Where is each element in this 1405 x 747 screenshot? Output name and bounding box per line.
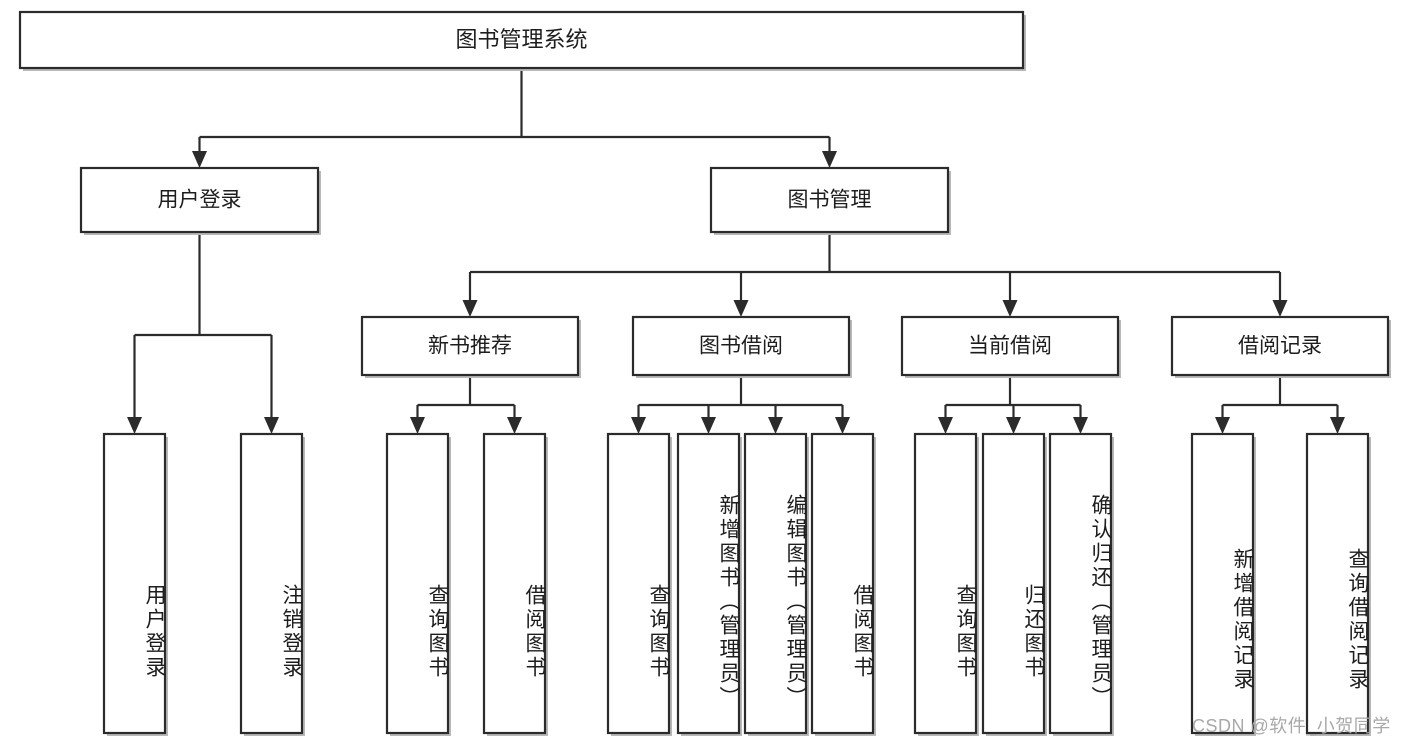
node-leaf-query-book-current[interactable]	[913, 432, 979, 736]
node-label: 图书管理系统	[455, 27, 587, 52]
arrow-head-icon	[127, 417, 142, 434]
watermark-text: CSDN @软件_小贺同学	[1192, 716, 1391, 736]
arrow-head-icon	[1330, 417, 1345, 434]
node-leaf-edit-book-admin[interactable]	[743, 432, 809, 736]
arrow-head-icon	[410, 417, 425, 434]
node-new-book-recommend[interactable]: 新书推荐	[360, 315, 581, 378]
node-leaf-query-borrow-record[interactable]	[1305, 432, 1371, 736]
arrow-head-icon	[1073, 417, 1088, 434]
arrow-head-icon	[631, 417, 646, 434]
arrow-head-icon	[701, 417, 716, 434]
node-leaf-confirm-return-admin[interactable]	[1048, 432, 1114, 736]
node-label: 借阅记录	[1238, 335, 1322, 358]
node-leaf-return-book[interactable]	[981, 432, 1047, 736]
node-leaf-query-book-recommend[interactable]	[385, 432, 451, 736]
arrow-head-icon	[733, 300, 749, 317]
node-leaf-borrow-book[interactable]	[810, 432, 876, 736]
node-user-login[interactable]: 用户登录	[79, 166, 321, 235]
node-book-borrow[interactable]: 图书借阅	[631, 315, 852, 378]
node-leaf-logout-login[interactable]	[239, 432, 305, 736]
node-leaf-query-book-borrow[interactable]	[606, 432, 672, 736]
arrow-head-icon	[192, 151, 207, 168]
node-label: 图书管理	[788, 189, 872, 212]
edges-layer	[127, 68, 1345, 434]
arrow-head-icon	[768, 417, 783, 434]
arrow-head-icon	[938, 417, 953, 434]
arrow-head-icon	[1002, 300, 1018, 317]
node-root[interactable]: 图书管理系统	[18, 10, 1026, 71]
node-current-borrow[interactable]: 当前借阅	[900, 315, 1121, 378]
node-label: 当前借阅	[968, 335, 1052, 358]
arrow-head-icon	[1006, 417, 1021, 434]
node-book-management[interactable]: 图书管理	[709, 166, 951, 235]
arrow-head-icon	[822, 151, 837, 168]
node-borrow-record[interactable]: 借阅记录	[1170, 315, 1391, 378]
node-label: 用户登录	[158, 189, 242, 212]
arrow-head-icon	[1215, 417, 1230, 434]
node-leaf-borrow-book-recommend[interactable]	[482, 432, 548, 736]
node-leaf-user-login[interactable]	[102, 432, 168, 736]
node-label: 图书借阅	[699, 335, 783, 358]
arrow-head-icon	[264, 417, 279, 434]
arrow-head-icon	[835, 417, 850, 434]
arrow-head-icon	[507, 417, 522, 434]
arrow-head-icon	[1272, 300, 1288, 317]
node-leaf-add-borrow-record[interactable]	[1190, 432, 1256, 736]
node-label: 新书推荐	[428, 335, 512, 358]
arrow-head-icon	[462, 300, 478, 317]
node-leaf-add-book-admin[interactable]	[676, 432, 742, 736]
